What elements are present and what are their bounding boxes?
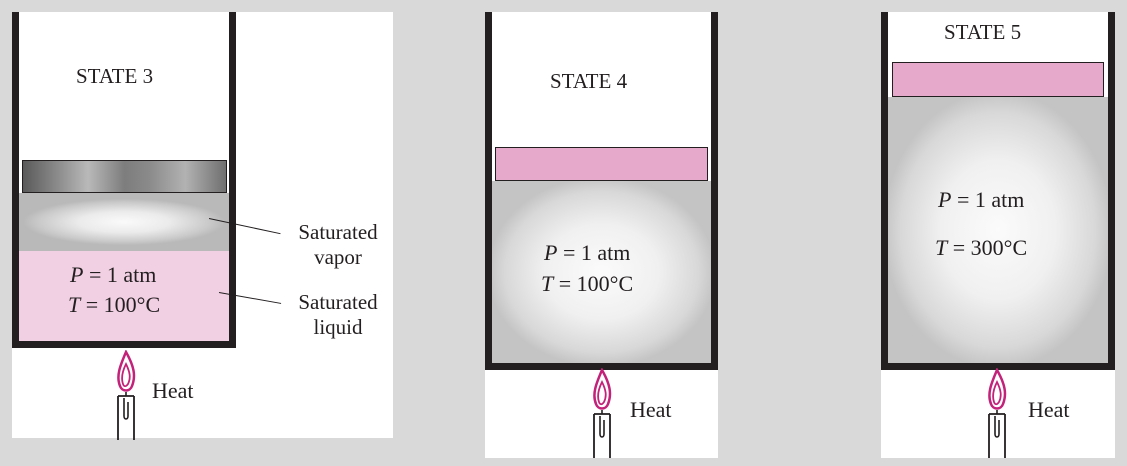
state-5-candle-flame-icon	[988, 368, 1007, 458]
state-3-vapor-label: Saturated vapor	[298, 220, 378, 269]
state-3-liquid-label: Saturated liquid	[298, 290, 378, 339]
state-3-cylinder-left-wall	[12, 12, 19, 348]
state-5-cylinder-left-wall	[881, 12, 888, 370]
state-4-pressure: P = 1 atm	[544, 240, 631, 265]
state-3-candle-flame-icon	[117, 350, 136, 440]
state-5-vapor-region	[888, 97, 1108, 363]
state-4-cylinder-right-wall	[711, 12, 718, 370]
state-5-heat-label: Heat	[1028, 397, 1070, 422]
state-4-cylinder-left-wall	[485, 12, 492, 370]
state-3-piston	[22, 160, 227, 193]
state-4-candle-flame-icon	[593, 368, 612, 458]
state-5-title: STATE 5	[944, 20, 1022, 44]
state-3-saturated-vapor-region	[19, 193, 229, 251]
state-3-temperature: T = 100°C	[68, 292, 161, 317]
state-4-title: STATE 4	[550, 69, 628, 93]
state-4-cylinder-base	[485, 363, 718, 370]
state-3-cylinder-right-wall	[229, 12, 236, 348]
state-3-cylinder-base	[12, 341, 236, 348]
state-4-heat-label: Heat	[630, 397, 672, 422]
state-3-heat-label: Heat	[152, 378, 194, 403]
state-4-vapor-region	[492, 181, 711, 363]
state-5-temperature: T = 300°C	[935, 235, 1028, 260]
state-3-saturated-liquid-region	[19, 251, 229, 341]
state-5-piston	[892, 62, 1104, 97]
state-4-temperature: T = 100°C	[541, 271, 634, 296]
state-5-cylinder-base	[881, 363, 1115, 370]
state-4-piston	[495, 147, 708, 181]
state-5-cylinder-right-wall	[1108, 12, 1115, 370]
state-5-pressure: P = 1 atm	[938, 187, 1025, 212]
state-3-pressure: P = 1 atm	[70, 262, 157, 287]
state-3-title: STATE 3	[76, 64, 154, 88]
